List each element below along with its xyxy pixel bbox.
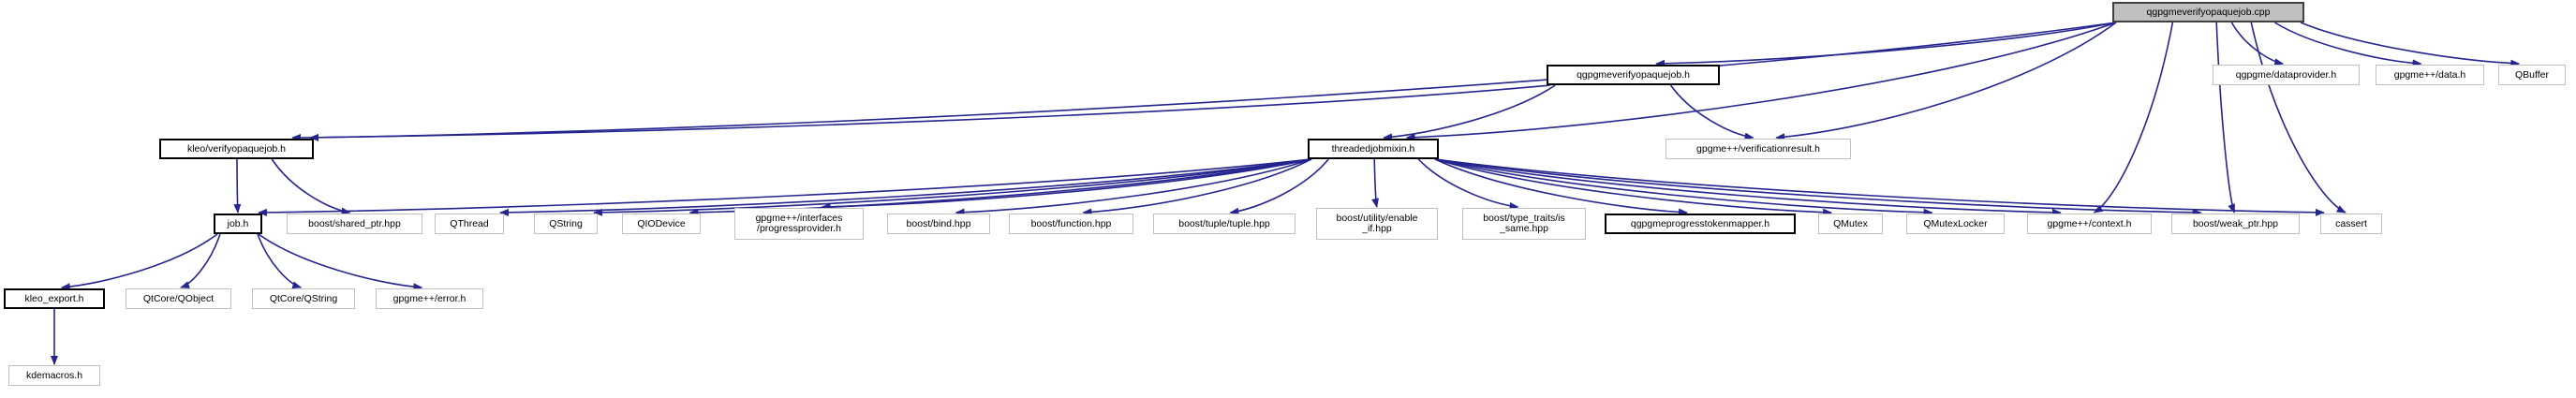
graph-edge-root-to-vjobh — [1655, 22, 2117, 67]
graph-edge-root-to-cassert — [2250, 22, 2347, 214]
graph-node-tokenmapper[interactable]: qgpgmeprogresstokenmapper.h — [1605, 214, 1796, 234]
graph-node-context[interactable]: gpgme++/context.h — [2027, 214, 2152, 234]
graph-edge-jobh-to-qobject — [180, 233, 221, 288]
graph-edge-mixin-to-tuplehpp — [1229, 158, 1329, 215]
graph-edge-root-to-kleovjob — [309, 22, 2117, 141]
graph-edge-kleovjob-to-jobh — [233, 158, 242, 214]
graph-edge-mixin-to-qiodevice — [688, 158, 1312, 216]
graph-edge-jobh-to-gpgerror — [258, 233, 423, 291]
graph-node-weakptr[interactable]: boost/weak_ptr.hpp — [2171, 214, 2300, 234]
graph-edge-vjobh-to-verifres — [1669, 84, 1754, 140]
graph-edge-root-to-verifres — [1775, 22, 2117, 141]
graph-edge-mixin-to-weakptr — [1434, 158, 2202, 216]
graph-node-qtcoreqstring[interactable]: QtCore/QString — [252, 288, 355, 309]
graph-edge-jobh-to-kleoexport — [60, 233, 218, 291]
graph-node-vjobh[interactable]: qgpgmeverifyopaquejob.h — [1547, 65, 1720, 85]
graph-edge-root-to-mixin — [1405, 22, 2117, 141]
graph-node-kdemacros[interactable]: kdemacros.h — [8, 365, 100, 386]
graph-edge-mixin-to-context — [1434, 158, 2062, 216]
graph-node-qmutexlocker[interactable]: QMutexLocker — [1906, 214, 2005, 234]
graph-node-qobject[interactable]: QtCore/QObject — [126, 288, 231, 309]
graph-node-gpgdata[interactable]: gpgme++/data.h — [2376, 65, 2484, 85]
graph-edge-mixin-to-qmutex — [1434, 158, 1833, 216]
graph-edge-jobh-to-qtcoreqstring — [257, 233, 303, 289]
graph-node-jobh[interactable]: job.h — [214, 214, 262, 234]
graph-node-kleovjob[interactable]: kleo/verifyopaquejob.h — [159, 139, 314, 159]
graph-edge-kleovjob-to-sharedptr — [271, 158, 351, 215]
graph-node-enableif[interactable]: boost/utility/enable _if.hpp — [1316, 208, 1438, 240]
graph-node-qbuffer[interactable]: QBuffer — [2498, 65, 2566, 85]
graph-node-kleoexport[interactable]: kleo_export.h — [4, 288, 105, 309]
graph-edge-mixin-to-issame — [1417, 158, 1519, 210]
graph-edge-root-to-gpgdata — [2274, 22, 2422, 67]
graph-node-qstring[interactable]: QString — [534, 214, 598, 234]
graph-node-cassert[interactable]: cassert — [2320, 214, 2382, 234]
graph-edge-mixin-to-tokenmapper — [1434, 158, 1689, 216]
graph-edge-root-to-weakptr — [2215, 22, 2236, 214]
graph-node-progressprov[interactable]: gpgme++/interfaces /progressprovider.h — [734, 208, 864, 240]
graph-node-gpgerror[interactable]: gpgme++/error.h — [376, 288, 483, 309]
graph-node-verifres[interactable]: gpgme++/verificationresult.h — [1666, 139, 1851, 159]
graph-edge-root-to-qbuffer — [2300, 22, 2521, 67]
graph-edge-root-to-context — [2093, 22, 2174, 214]
graph-node-qthread[interactable]: QThread — [435, 214, 504, 234]
graph-edge-mixin-to-qstring — [593, 158, 1312, 216]
graph-edge-mixin-to-jobh — [258, 158, 1312, 216]
graph-edge-root-to-dataprovider — [2230, 22, 2285, 66]
graph-edge-mixin-to-progressprov — [821, 158, 1312, 211]
graph-edge-mixin-to-enableif — [1371, 158, 1379, 208]
graph-edge-mixin-to-cassert — [1434, 158, 2325, 216]
graph-node-tuplehpp[interactable]: boost/tuple/tuple.hpp — [1153, 214, 1295, 234]
graph-edge-vjobh-to-mixin — [1383, 84, 1556, 141]
graph-edge-mixin-to-qmutexlocker — [1434, 158, 1933, 216]
graph-node-functionhpp[interactable]: boost/function.hpp — [1009, 214, 1133, 234]
graph-edge-mixin-to-functionhpp — [1082, 158, 1312, 216]
graph-edge-vjobh-to-kleovjob — [291, 84, 1551, 141]
graph-edge-mixin-to-qthread — [499, 158, 1312, 216]
graph-node-dataprovider[interactable]: qgpgme/dataprovider.h — [2213, 65, 2360, 85]
graph-node-mixin[interactable]: threadedjobmixin.h — [1308, 139, 1439, 159]
graph-edge-mixin-to-bindhpp — [955, 158, 1312, 216]
graph-node-qiodevice[interactable]: QIODevice — [622, 214, 701, 234]
graph-node-bindhpp[interactable]: boost/bind.hpp — [887, 214, 990, 234]
graph-node-issame[interactable]: boost/type_traits/is _same.hpp — [1462, 208, 1586, 240]
graph-node-root[interactable]: qgpgmeverifyopaquejob.cpp — [2112, 2, 2304, 22]
graph-node-sharedptr[interactable]: boost/shared_ptr.hpp — [287, 214, 422, 234]
graph-node-qmutex[interactable]: QMutex — [1818, 214, 1883, 234]
